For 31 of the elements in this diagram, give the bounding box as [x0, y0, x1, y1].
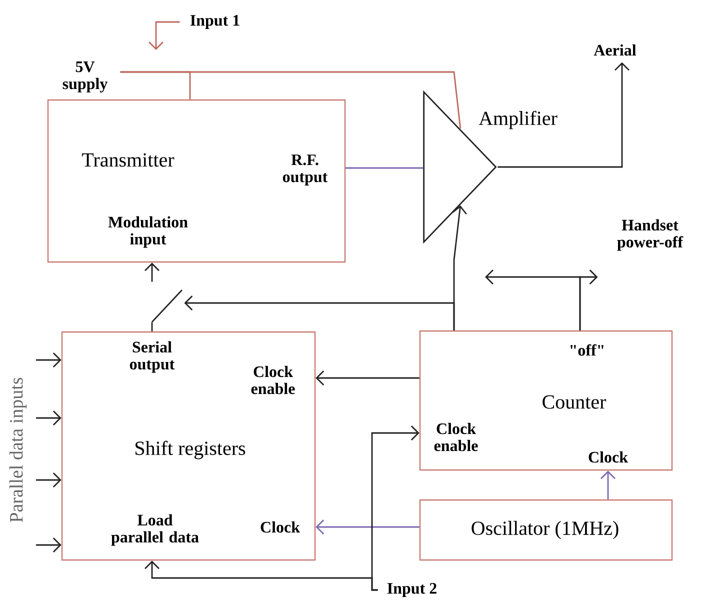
side-label: Parallel data inputs [9, 378, 27, 522]
port-label: R.F. output [282, 154, 328, 186]
signal-label: Input 1 [190, 15, 240, 29]
arrow [452, 205, 467, 330]
port-label: Clock [588, 451, 628, 463]
switch-symbol [151, 290, 183, 322]
port-label: "off" [570, 344, 604, 356]
signal-label: Aerial [594, 44, 636, 56]
block-box: Oscillator (1MHz) [419, 499, 673, 561]
port-label: Clock enable [434, 422, 478, 452]
port-label: Load parallel data [111, 514, 199, 546]
arrow [148, 21, 180, 50]
signal-label: 5V supply [62, 62, 108, 92]
arrow [316, 520, 420, 534]
arrow [498, 62, 630, 168]
arrow [36, 538, 62, 552]
arrow [36, 410, 62, 426]
arrow [144, 560, 378, 591]
signal-label: Input 2 [387, 583, 436, 597]
port-label: Serial output [130, 341, 175, 373]
arrow [144, 262, 160, 282]
port-label: Clock [260, 521, 300, 533]
port-label: Clock enable [251, 366, 295, 394]
arrow [36, 352, 62, 368]
amplifier-label: Amplifier [478, 110, 558, 130]
arrow [316, 370, 420, 386]
arrow [600, 470, 616, 500]
arrow [36, 472, 62, 488]
port-label: Modulation input [108, 216, 188, 248]
signal-label: Handset power-off [617, 219, 684, 251]
arrow [485, 270, 581, 330]
